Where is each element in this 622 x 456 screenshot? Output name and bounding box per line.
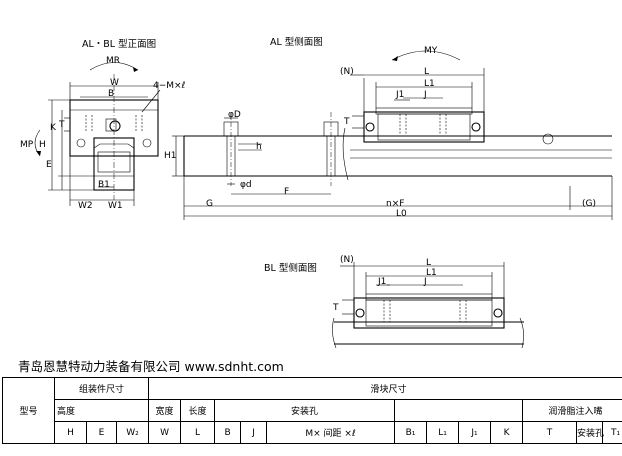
col-t: T bbox=[522, 421, 578, 444]
label-hole: 4−M×ℓ bbox=[153, 81, 186, 91]
label-h1: H1 bbox=[164, 151, 177, 161]
col-k: K bbox=[490, 421, 524, 444]
label-h-small: h bbox=[256, 142, 262, 152]
header-assembly-dims: 组装件尺寸 bbox=[53, 377, 150, 400]
col-b1: B₁ bbox=[394, 421, 428, 444]
label-mr: MR bbox=[106, 56, 121, 66]
col-b: B bbox=[214, 421, 242, 444]
col-w: W bbox=[148, 421, 182, 444]
label-b: B bbox=[108, 89, 115, 99]
label-l-bl: L bbox=[426, 258, 432, 268]
header-mounting-holes: 安装孔 bbox=[214, 399, 396, 422]
col-m: M× 间距 ×ℓ bbox=[266, 421, 396, 444]
header-height: 高度 bbox=[54, 399, 87, 422]
label-t-bl: T bbox=[333, 303, 339, 313]
label-g-paren: (G) bbox=[582, 199, 596, 209]
label-j1: J1 bbox=[396, 90, 405, 100]
col-grease-hole: 安装孔 bbox=[576, 421, 604, 444]
al-side-view bbox=[172, 50, 613, 220]
col-j: J bbox=[240, 421, 268, 444]
label-n: (N) bbox=[340, 67, 354, 77]
header-length: 长度 bbox=[180, 399, 216, 422]
company-name: 青岛恩慧特动力装备有限公司 www.sdnht.com bbox=[18, 359, 284, 374]
col-t1: T₁ bbox=[602, 421, 622, 444]
label-w2: W2 bbox=[78, 201, 93, 211]
header-width: 宽度 bbox=[148, 399, 182, 422]
label-my: MY bbox=[424, 46, 438, 56]
label-l1-bl: L1 bbox=[426, 268, 437, 278]
label-j1-bl: J1 bbox=[378, 277, 387, 287]
label-mp: MP bbox=[20, 140, 34, 150]
header-block-dims: 滑块尺寸 bbox=[148, 377, 622, 400]
col-l: L bbox=[180, 421, 216, 444]
col-h: H bbox=[54, 421, 87, 444]
label-j-bl: J bbox=[424, 277, 427, 287]
label-g: G bbox=[206, 199, 213, 209]
front-view bbox=[34, 62, 161, 206]
header-model: 型号 bbox=[2, 377, 55, 444]
header-grease-nipple: 润滑脂注入嘴 bbox=[522, 399, 622, 422]
label-k: K bbox=[50, 123, 56, 133]
bl-side-view-title: BL 型侧面图 bbox=[264, 263, 317, 274]
col-w2: W₂ bbox=[115, 421, 150, 444]
label-t-al: T bbox=[344, 117, 350, 127]
label-l1: L1 bbox=[424, 79, 435, 89]
label-l: L bbox=[424, 67, 430, 77]
label-f: F bbox=[284, 187, 290, 197]
al-side-view-title: AL 型侧面图 bbox=[270, 37, 323, 48]
label-j: J bbox=[424, 90, 427, 100]
label-l0: L0 bbox=[396, 209, 407, 219]
label-t-front: T bbox=[59, 120, 65, 130]
label-nxf: n×F bbox=[386, 199, 405, 209]
label-b1: B1 bbox=[98, 180, 110, 190]
label-phi-big-d: φD bbox=[228, 110, 241, 120]
bl-side-view bbox=[332, 262, 524, 349]
label-n-bl: (N) bbox=[340, 255, 354, 265]
label-w1: W1 bbox=[108, 201, 123, 211]
label-phi-d: φd bbox=[240, 180, 252, 190]
col-j1: J₁ bbox=[458, 421, 492, 444]
label-w: W bbox=[110, 78, 119, 88]
label-h: H bbox=[39, 140, 46, 150]
spec-table: 型号 组装件尺寸 滑块尺寸 高度 宽度 长度 安装孔 润滑脂注入嘴 H E W₂… bbox=[2, 377, 622, 444]
label-e: E bbox=[46, 160, 52, 170]
col-e: E bbox=[86, 421, 117, 444]
front-view-title: AL・BL 型正面图 bbox=[82, 39, 157, 50]
col-l1: L₁ bbox=[426, 421, 460, 444]
